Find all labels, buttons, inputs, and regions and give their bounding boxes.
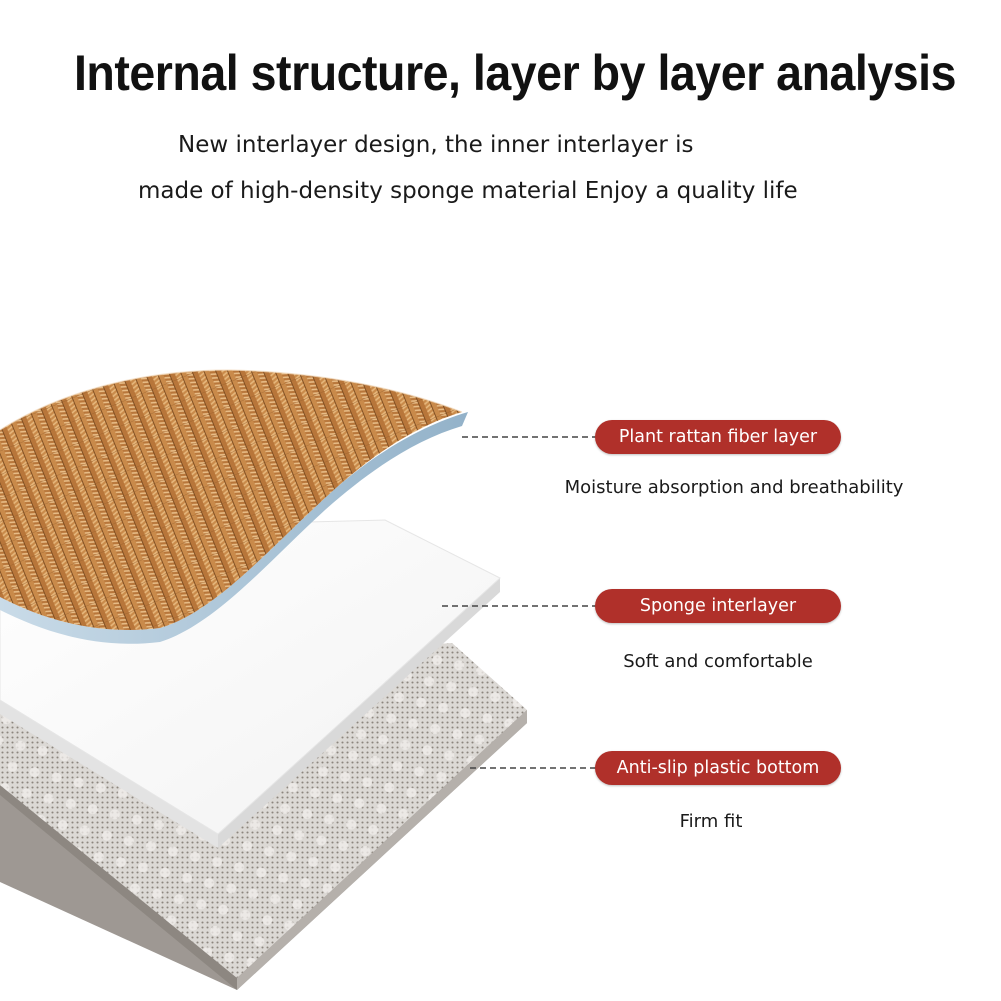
- label-anti-slip-bottom: Anti-slip plastic bottom: [595, 751, 841, 785]
- description-sponge-interlayer: Soft and comfortable: [623, 651, 813, 672]
- description-anti-slip-bottom: Firm fit: [679, 811, 743, 832]
- subtitle-line-1: New interlayer design, the inner interla…: [178, 132, 694, 158]
- label-rattan-fiber-layer: Plant rattan fiber layer: [595, 420, 841, 454]
- headline: Internal structure, layer by layer analy…: [73, 45, 957, 101]
- subtitle-line-2: made of high-density sponge material Enj…: [138, 178, 798, 204]
- leader-lines: [442, 436, 596, 769]
- rattan-fiber-layer: [0, 369, 468, 644]
- description-rattan-fiber-layer: Moisture absorption and breathability: [564, 477, 904, 498]
- label-sponge-interlayer: Sponge interlayer: [595, 589, 841, 623]
